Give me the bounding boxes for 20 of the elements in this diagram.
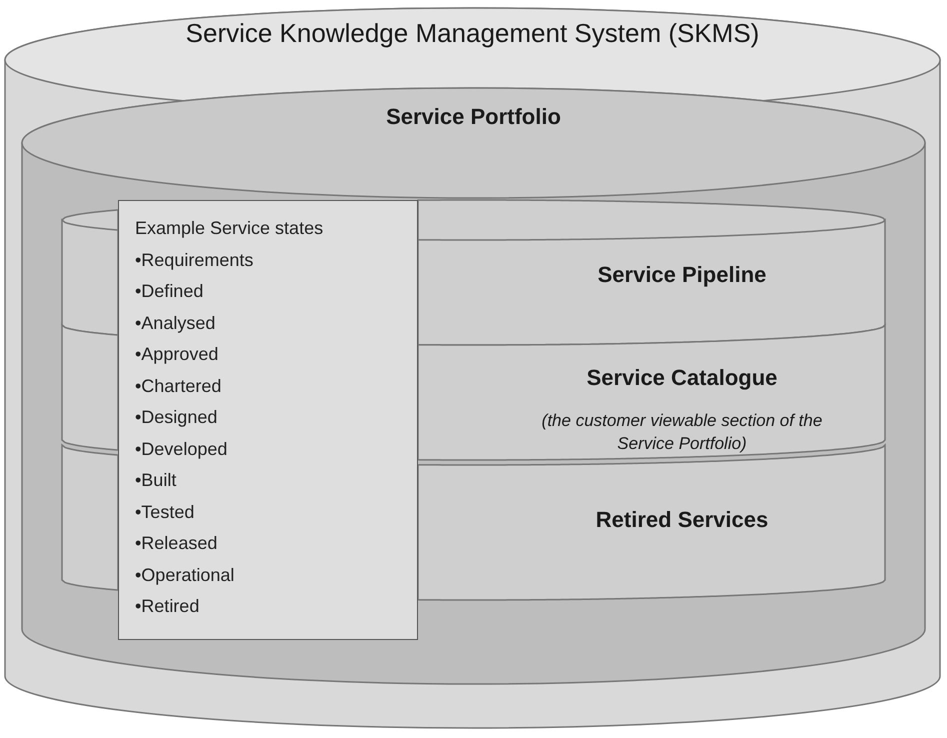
list-item: •Tested [135,500,194,524]
list-item: •Approved [135,343,218,366]
list-item: •Operational [135,564,234,587]
list-item: •Retired [135,595,200,618]
section-title: Service Knowledge Management System (SKMS) [184,17,760,50]
list-item: •Analysed [135,312,216,335]
section-note: (the customer viewable section of the Service Portfolio) [540,410,824,455]
list-item: •Built [135,469,176,492]
section-title: Service Pipeline [596,261,768,289]
list-item: •Chartered [135,374,222,398]
list-item: •Released [135,532,218,555]
list-item: •Defined [135,280,204,303]
list-heading: Example Service states [135,217,324,240]
list-item: •Designed [135,406,218,429]
section-title: Retired Services [594,506,770,534]
list-item: •Requirements [135,248,254,272]
section-title: Service Portfolio [385,103,562,131]
list-item: •Developed [135,438,228,461]
section-title: Service Catalogue [586,364,778,392]
list-panel [118,200,418,640]
